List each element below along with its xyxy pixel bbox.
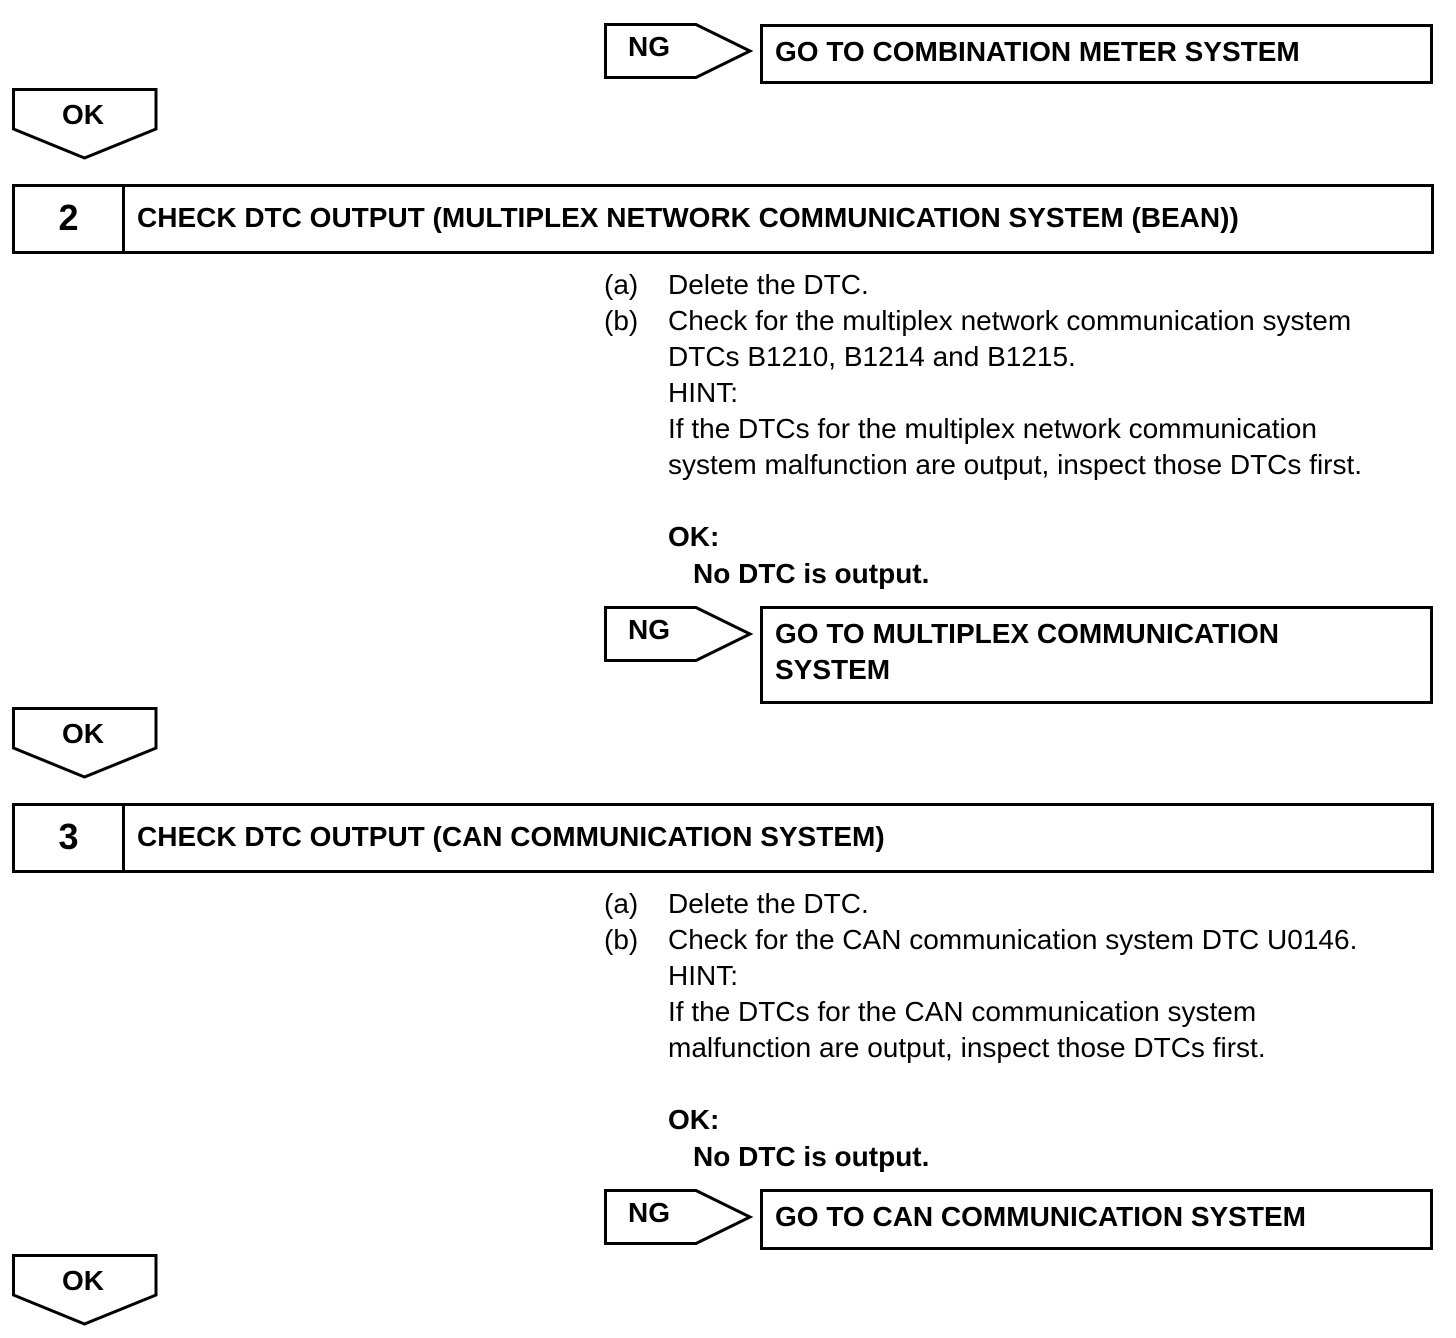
hint-text: system malfunction are output, inspect t…	[668, 449, 1363, 480]
ng-label: NG	[628, 1197, 670, 1228]
hint-text: If the DTCs for the multiplex network co…	[668, 413, 1317, 444]
step-number: 2	[15, 187, 125, 251]
continuation-line: DTCs B1210, B1214 and B1215.	[668, 341, 1076, 372]
ok-arrow-icon	[12, 707, 158, 779]
ok-label: OK	[62, 99, 104, 130]
ok-criteria-title: OK:	[668, 521, 720, 552]
step-title: CHECK DTC OUTPUT (CAN COMMUNICATION SYST…	[137, 821, 885, 852]
item-text: Check for the multiplex network communic…	[668, 305, 1352, 336]
procedure-item: (a) Delete the DTC.	[604, 886, 1434, 922]
procedure-item: (b) Check for the multiplex network comm…	[604, 303, 1434, 339]
hint-label: HINT:	[668, 960, 738, 991]
ng-label: NG	[628, 614, 670, 645]
ok-criteria-value: No DTC is output.	[693, 1141, 930, 1172]
ok-label: OK	[62, 718, 104, 749]
ng-arrow-icon	[604, 23, 754, 79]
ng-label: NG	[628, 31, 670, 62]
hint-text: malfunction are output, inspect those DT…	[668, 1032, 1266, 1063]
ok-arrow-icon	[12, 88, 158, 160]
ok-arrow-icon	[12, 1254, 158, 1326]
ng-arrow: NG	[604, 606, 754, 662]
goto-text-line: SYSTEM	[775, 654, 891, 685]
item-marker: (b)	[604, 924, 639, 955]
ng-arrow-icon	[604, 1189, 754, 1245]
goto-multiplex-box: GO TO MULTIPLEX COMMUNICATION SYSTEM	[760, 606, 1433, 704]
goto-text: GO TO CAN COMMUNICATION SYSTEM	[775, 1201, 1306, 1232]
item-marker: (a)	[604, 888, 639, 919]
ok-arrow: OK	[12, 88, 158, 160]
procedure-item: (a) Delete the DTC.	[604, 267, 1434, 303]
goto-combination-meter-box: GO TO COMBINATION METER SYSTEM	[760, 24, 1433, 84]
step-header: 2 CHECK DTC OUTPUT (MULTIPLEX NETWORK CO…	[12, 184, 1434, 254]
item-marker: (b)	[604, 305, 639, 336]
procedure: (a) Delete the DTC. (b) Check for the mu…	[604, 267, 1434, 483]
step-number: 3	[15, 806, 125, 870]
ok-arrow: OK	[12, 1254, 158, 1326]
ok-arrow: OK	[12, 707, 158, 779]
step-header: 3 CHECK DTC OUTPUT (CAN COMMUNICATION SY…	[12, 803, 1434, 873]
item-text: Delete the DTC.	[668, 888, 869, 919]
item-text: Check for the CAN communication system D…	[668, 924, 1358, 955]
goto-text-line: GO TO MULTIPLEX COMMUNICATION	[775, 618, 1279, 649]
ok-label: OK	[62, 1265, 104, 1296]
procedure-item: (b) Check for the CAN communication syst…	[604, 922, 1434, 958]
goto-text: GO TO COMBINATION METER SYSTEM	[775, 36, 1300, 67]
step-title: CHECK DTC OUTPUT (MULTIPLEX NETWORK COMM…	[137, 202, 1239, 233]
procedure: (a) Delete the DTC. (b) Check for the CA…	[604, 886, 1434, 1066]
item-text: Delete the DTC.	[668, 269, 869, 300]
ng-arrow: NG	[604, 23, 754, 79]
hint-text: If the DTCs for the CAN communication sy…	[668, 996, 1257, 1027]
ok-criteria-title: OK:	[668, 1104, 720, 1135]
goto-can-box: GO TO CAN COMMUNICATION SYSTEM	[760, 1189, 1433, 1250]
ng-arrow: NG	[604, 1189, 754, 1245]
ok-criteria-value: No DTC is output.	[693, 558, 930, 589]
hint-label: HINT:	[668, 377, 738, 408]
ng-arrow-icon	[604, 606, 754, 662]
item-marker: (a)	[604, 269, 639, 300]
